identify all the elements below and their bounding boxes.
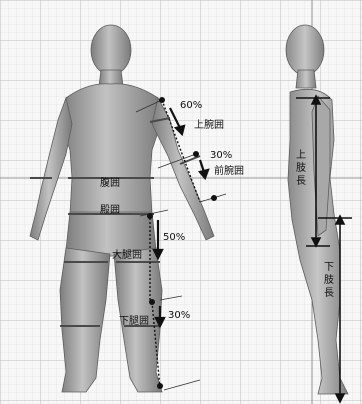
upper-limb-length-char-3: 長 (296, 175, 306, 187)
front-hips (66, 212, 156, 256)
ankle-marker (157, 383, 163, 389)
calf-girth-label: 下腿囲 (119, 315, 149, 327)
hip-girth-label: 殿囲 (100, 204, 120, 216)
lower-limb-length-char-1: 下 (324, 262, 334, 273)
upper-arm-percent-label: 60% (180, 100, 202, 111)
wrist-marker (211, 195, 217, 201)
lower-limb-length-char-2: 肢 (324, 273, 334, 286)
abdomen-girth-label: 腹囲 (100, 176, 120, 189)
side-neck (296, 70, 316, 88)
knee-marker (149, 299, 155, 305)
thigh-girth-label: 大腿囲 (112, 248, 142, 261)
forearm-percent-label: 30% (210, 150, 232, 161)
elbow-marker (193, 151, 199, 157)
front-head (91, 25, 131, 75)
upper-limb-length-char-1: 上 (296, 149, 306, 161)
greater-trochanter-marker (147, 213, 153, 219)
calf-percent-label: 30% (168, 310, 190, 321)
side-head (286, 25, 324, 75)
front-torso (60, 84, 162, 214)
thigh-percent-label: 50% (163, 232, 185, 243)
upper-arm-girth-label: 上腕囲 (194, 118, 224, 131)
forearm-girth-label: 前腕囲 (214, 164, 244, 177)
upper-limb-length-char-2: 肢 (296, 161, 306, 174)
acromion-marker (159, 97, 165, 103)
lower-limb-length-char-3: 長 (324, 287, 334, 299)
